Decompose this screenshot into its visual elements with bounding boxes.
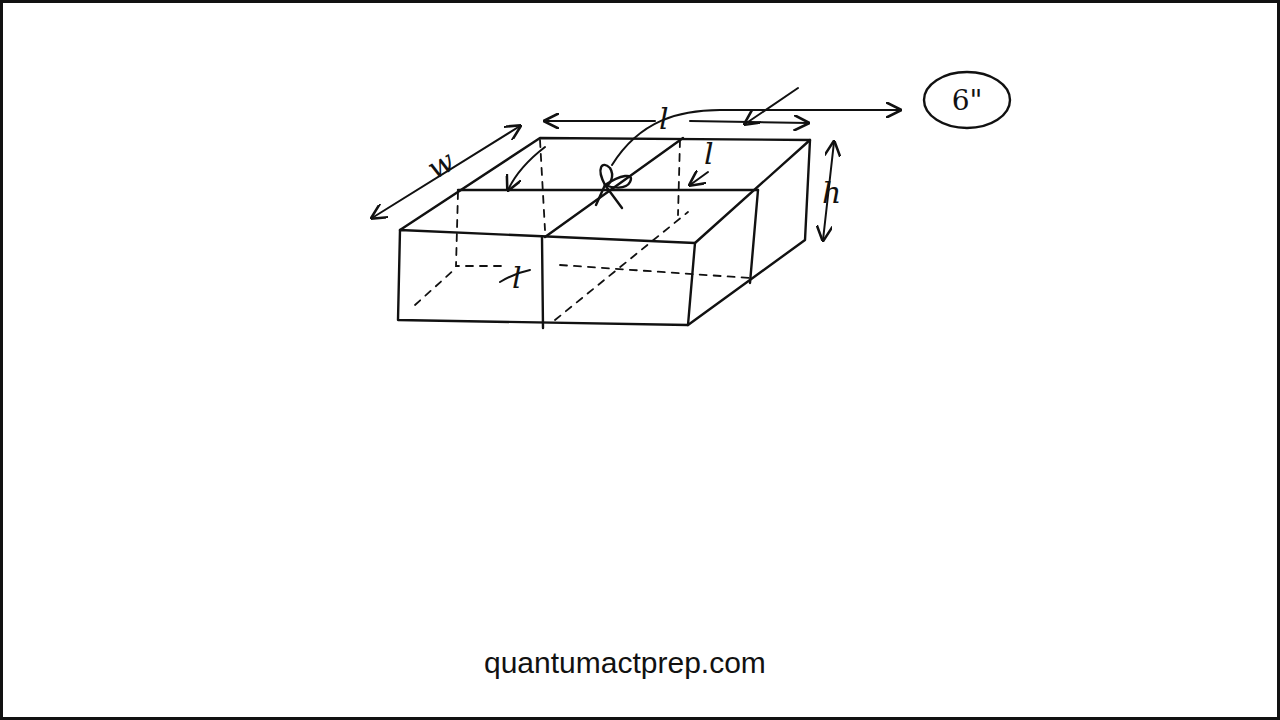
circled-value: 6": [922, 70, 1012, 130]
dimension-value: 6": [952, 84, 983, 117]
dimension-label: l: [512, 263, 522, 293]
dimension-label: l: [659, 104, 669, 134]
dimension-label: l: [704, 139, 714, 169]
watermark: quantumactprep.com: [484, 646, 766, 680]
dimension-label: w: [422, 146, 459, 185]
dimension-label: h: [822, 178, 841, 208]
